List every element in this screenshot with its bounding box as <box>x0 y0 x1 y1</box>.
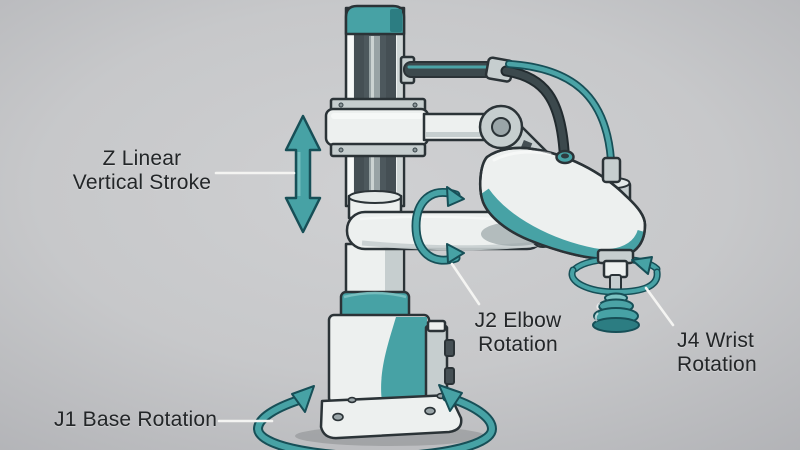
j2-elbow-label-line1: J2 Elbow <box>474 309 562 332</box>
j4-wrist-label: J4 Wrist Rotation <box>677 329 800 377</box>
base-plate <box>319 393 463 440</box>
cable-conduit <box>399 55 515 85</box>
j4-wrist-label-line1: J4 Wrist <box>677 329 755 352</box>
upper-arm-link <box>422 112 486 142</box>
connector-port <box>444 367 455 385</box>
cable-hoses <box>500 60 622 184</box>
j1-base-label: J1 Base Rotation <box>54 408 284 432</box>
leader-lines <box>214 171 675 423</box>
z-carriage <box>324 97 430 158</box>
connector-port <box>444 339 455 357</box>
hose-fitting <box>601 156 622 184</box>
j1-base-label-line1: J1 Base Rotation <box>54 408 218 431</box>
base-teal-panel <box>381 317 427 402</box>
z-stroke-label-line2: Vertical Stroke <box>72 171 212 194</box>
j2-elbow-label: J2 Elbow Rotation <box>450 309 586 357</box>
suction-gripper <box>592 292 640 333</box>
j4-wrist-label-line2: Rotation <box>677 353 757 376</box>
column-collar <box>339 290 411 321</box>
z-stroke-arrow <box>284 114 322 234</box>
j2-rotation-arrow <box>411 186 465 265</box>
base-unit <box>319 313 463 440</box>
j2-elbow-label-line2: Rotation <box>478 333 558 356</box>
j4-rotation-arrow <box>568 256 661 296</box>
j2-leader-line <box>450 262 481 306</box>
column-cap <box>344 4 406 36</box>
z-stroke-label: Z Linear Vertical Stroke <box>56 147 228 195</box>
z-stroke-label-line1: Z Linear <box>102 147 182 170</box>
j1-rotation-arrow <box>252 384 498 450</box>
j4-leader-line <box>644 286 675 327</box>
lower-cylinder <box>344 242 406 300</box>
